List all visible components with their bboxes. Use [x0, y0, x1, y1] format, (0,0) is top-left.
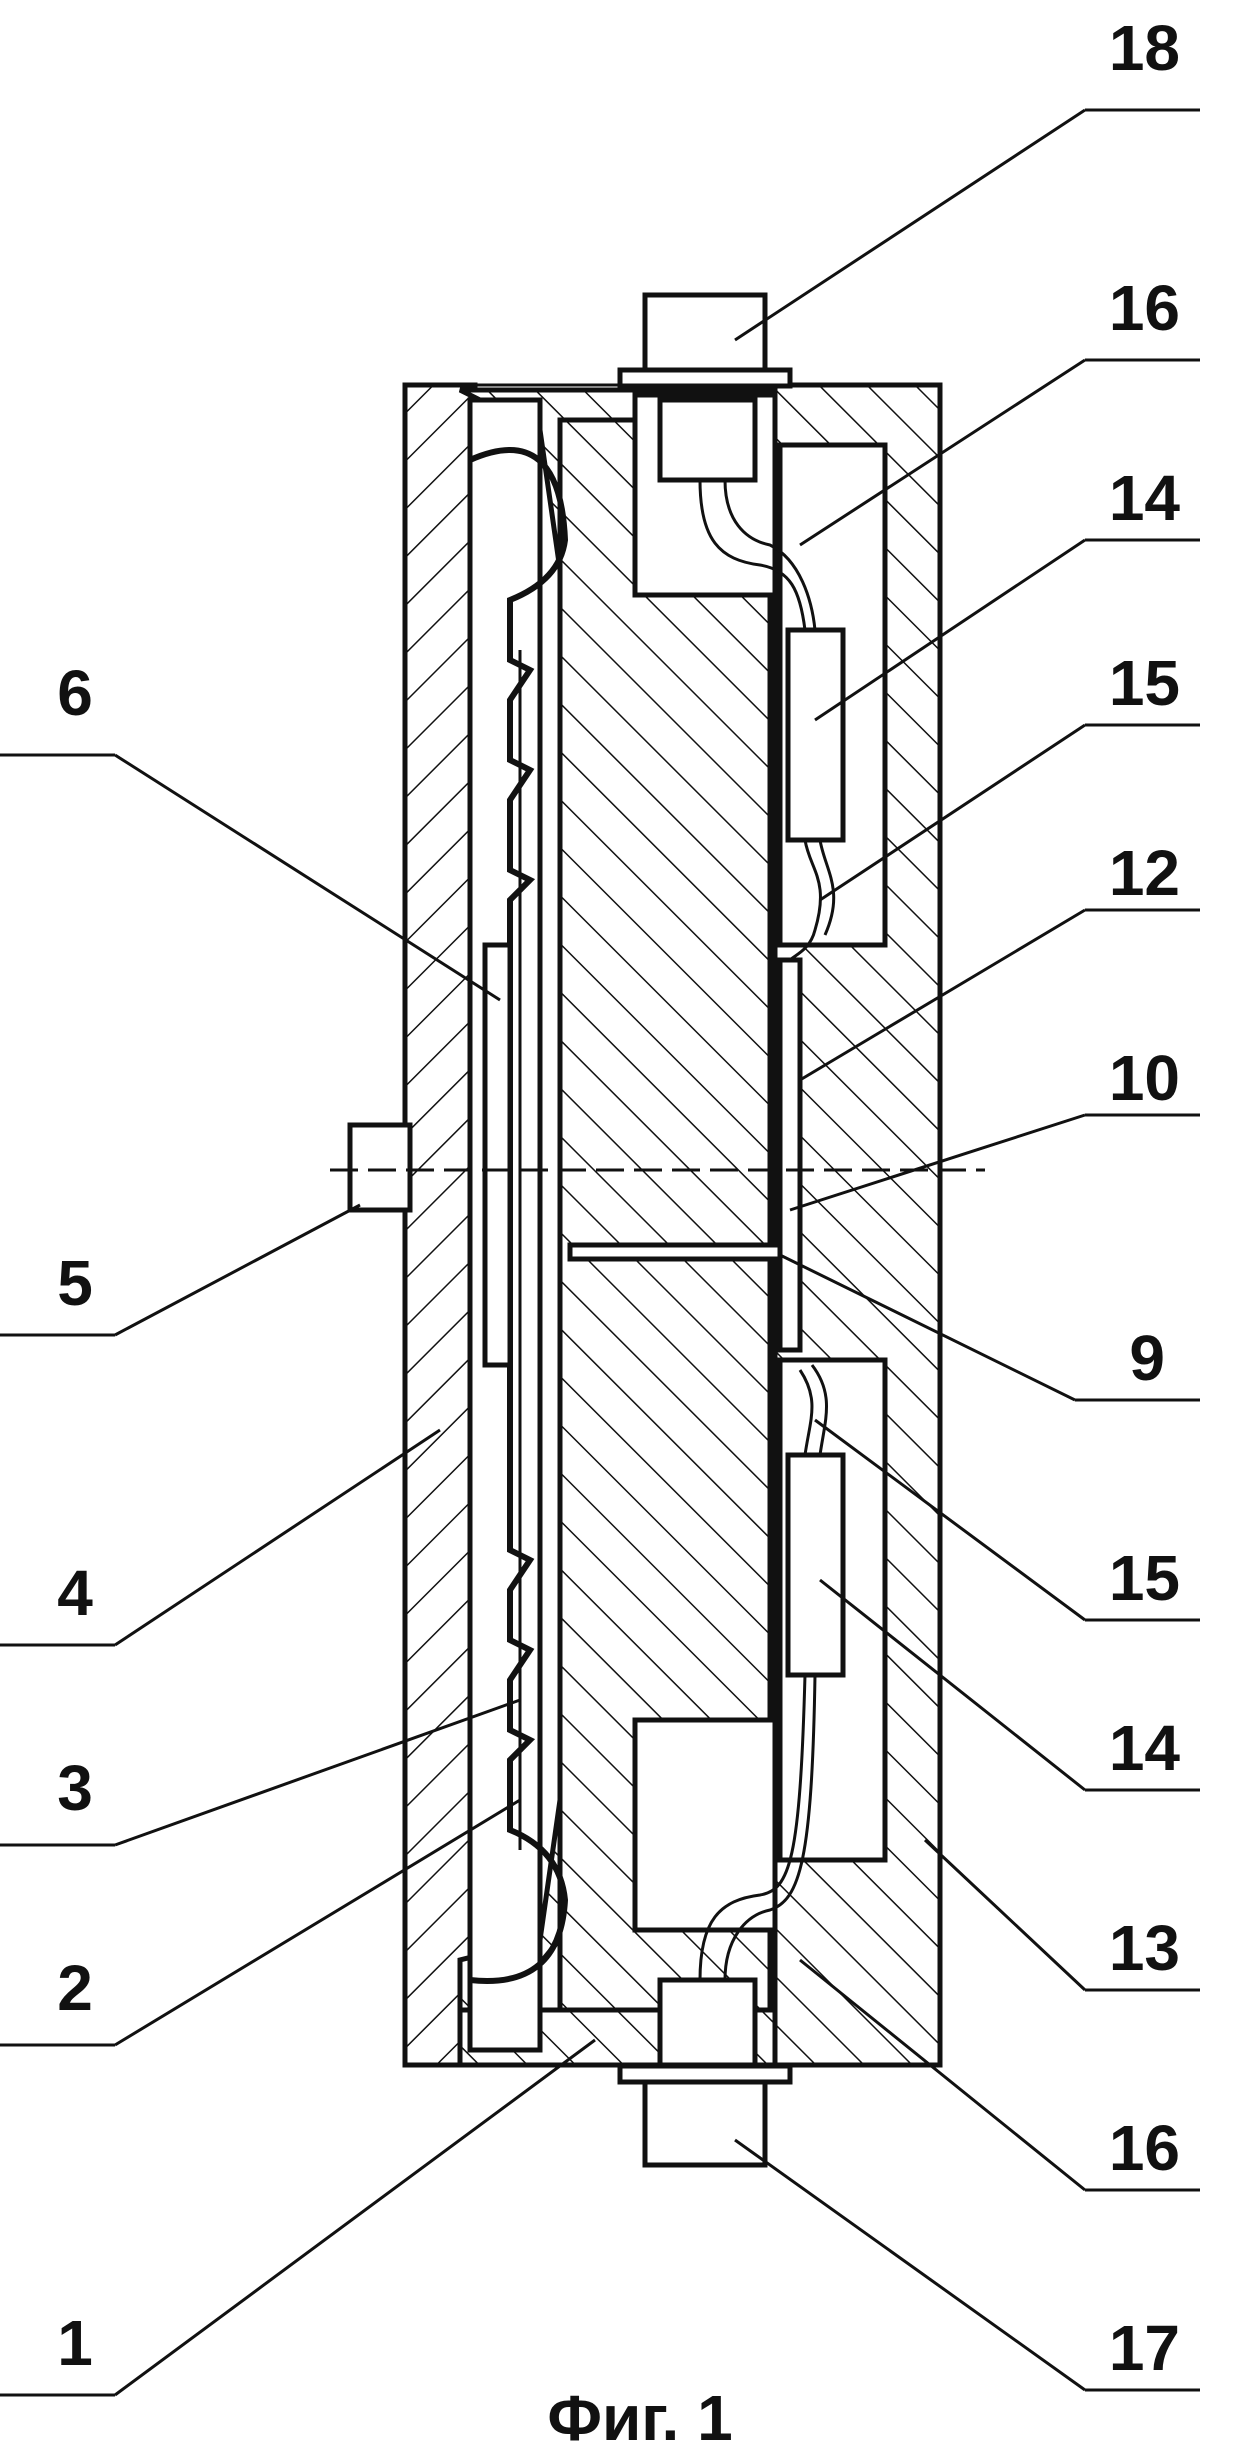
label-13: 13: [1109, 1912, 1180, 1984]
label-3: 3: [57, 1752, 93, 1824]
label-14-bottom: 14: [1109, 1712, 1181, 1784]
label-16-top: 16: [1109, 272, 1180, 344]
label-18: 18: [1109, 12, 1180, 84]
label-2: 2: [57, 1952, 93, 2024]
label-12: 12: [1109, 837, 1180, 909]
channel-9: [570, 1245, 780, 1259]
label-5: 5: [57, 1247, 93, 1319]
label-10: 10: [1109, 1042, 1180, 1114]
figure-caption: Фиг. 1: [547, 2382, 732, 2454]
label-14-top: 14: [1109, 462, 1181, 534]
label-4: 4: [57, 1557, 93, 1629]
label-9: 9: [1129, 1322, 1165, 1394]
label-15-bottom: 15: [1109, 1542, 1180, 1614]
label-6: 6: [57, 657, 93, 729]
label-16-bottom: 16: [1109, 2112, 1180, 2184]
label-15-top: 15: [1109, 647, 1180, 719]
label-17: 17: [1109, 2312, 1180, 2384]
label-1: 1: [57, 2307, 93, 2379]
